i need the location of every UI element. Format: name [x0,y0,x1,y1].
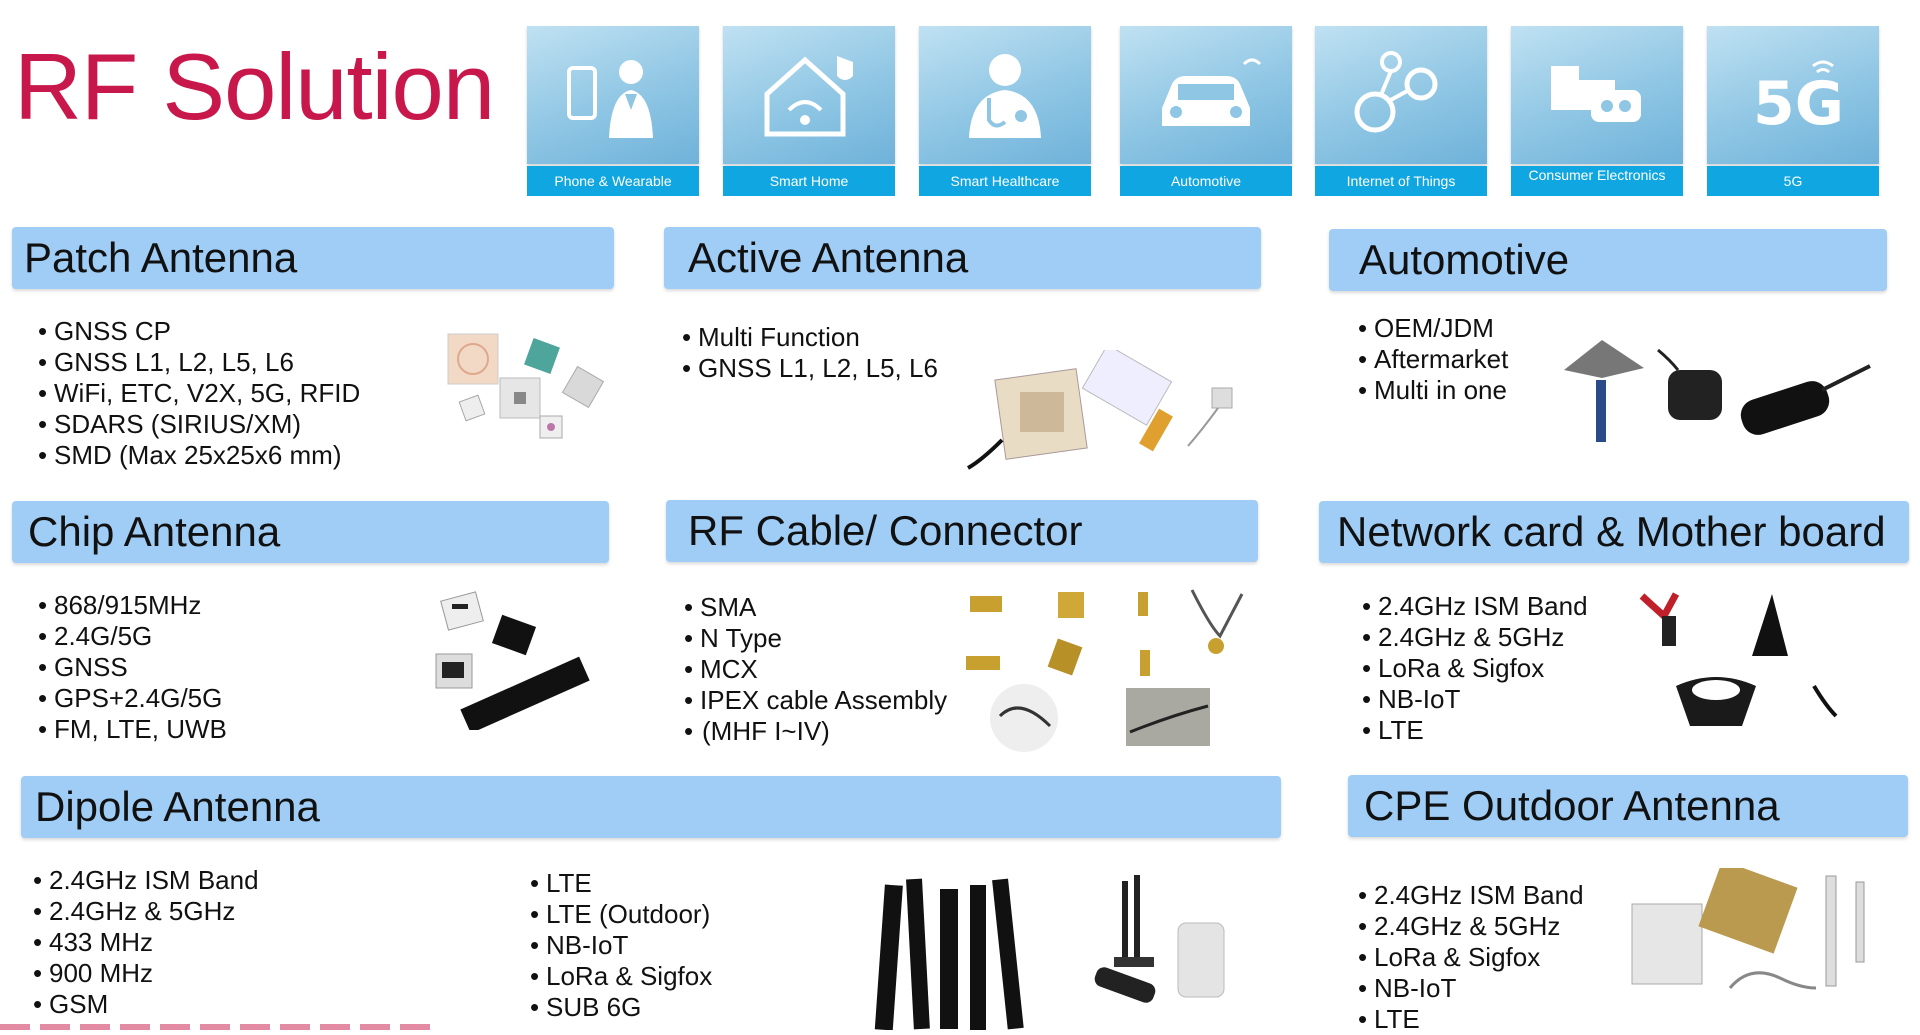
automotive-list: OEM/JDM Aftermarket Multi in one [1358,313,1508,406]
category-label: Consumer Electronics [1511,166,1683,196]
rf-connector-image [966,589,1244,752]
list-item: WiFi, ETC, V2X, 5G, RFID [38,378,360,409]
list-item: SUB 6G [530,992,712,1023]
list-item: NB-IoT [1362,684,1588,715]
consumer-electronics-icon [1551,66,1641,122]
5g-icon: 5G [1753,60,1843,139]
list-item: 2.4GHz & 5GHz [1358,911,1584,942]
network-antenna-image [1639,592,1838,726]
category-label: 5G [1707,166,1879,196]
list-item: Multi in one [1358,375,1508,406]
dipole-antenna-image [874,875,1225,1030]
list-item: IPEX cable Assembly [684,685,947,716]
list-item: N Type [684,623,947,654]
list-item: GSM [33,989,259,1020]
list-item: LoRa & Sigfox [1362,653,1588,684]
list-item: OEM/JDM [1358,313,1508,344]
list-item: (MHF I~IV) [684,716,947,747]
network-card-list: 2.4GHz ISM Band 2.4GHz & 5GHz LoRa & Sig… [1362,591,1588,746]
automotive-antenna-image [1564,340,1871,442]
category-automotive[interactable]: Automotive [1120,26,1292,196]
category-smart-home[interactable]: Smart Home [723,26,895,196]
smart-home-icon [764,56,853,137]
chip-antenna-header: Chip Antenna [12,501,609,563]
list-item: 2.4G/5G [38,621,227,652]
category-5g[interactable]: 5G 5G [1707,26,1879,196]
dipole-list-right: LTE LTE (Outdoor) NB-IoT LoRa & Sigfox S… [530,868,712,1023]
chip-antenna-list: 868/915MHz 2.4G/5G GNSS GPS+2.4G/5G FM, … [38,590,227,745]
page-title: RF Solution [14,34,495,139]
network-card-header: Network card & Mother board [1319,501,1909,563]
active-antenna-image [966,350,1233,470]
list-item: 2.4GHz ISM Band [1358,880,1584,911]
rf-cable-list: SMA N Type MCX IPEX cable Assembly (MHF … [684,592,947,747]
dipole-antenna-header: Dipole Antenna [21,776,1281,838]
list-item: 2.4GHz ISM Band [33,865,259,896]
patch-antenna-list: GNSS CP GNSS L1, L2, L5, L6 WiFi, ETC, V… [38,316,360,471]
list-item: LoRa & Sigfox [1358,942,1584,973]
list-item: 2.4GHz & 5GHz [33,896,259,927]
category-label: Internet of Things [1315,166,1487,196]
patch-antenna-header: Patch Antenna [12,227,614,289]
dipole-list-left: 2.4GHz ISM Band 2.4GHz & 5GHz 433 MHz 90… [33,865,259,1020]
cpe-outdoor-header: CPE Outdoor Antenna [1348,775,1908,837]
list-item: LTE [1362,715,1588,746]
patch-antenna-image [447,333,605,439]
list-item: 900 MHz [33,958,259,989]
list-item: SMD (Max 25x25x6 mm) [38,440,360,471]
category-label: Smart Home [723,166,895,196]
category-label: Automotive [1120,166,1292,196]
list-item: 2.4GHz ISM Band [1362,591,1588,622]
list-item: LTE [1358,1004,1584,1035]
category-label: Phone & Wearable [527,166,699,196]
list-item: GNSS L1, L2, L5, L6 [38,347,360,378]
list-item: 2.4GHz & 5GHz [1362,622,1588,653]
list-item: Aftermarket [1358,344,1508,375]
car-icon [1162,58,1262,126]
list-item: GNSS CP [38,316,360,347]
list-item: LoRa & Sigfox [530,961,712,992]
category-label: Smart Healthcare [919,166,1091,196]
list-item: NB-IoT [530,930,712,961]
phone-wearable-icon [567,60,653,138]
list-item: SDARS (SIRIUS/XM) [38,409,360,440]
list-item: LTE [530,868,712,899]
list-item: Multi Function [682,322,938,353]
list-item: FM, LTE, UWB [38,714,227,745]
cpe-antenna-image [1631,868,1865,990]
list-item: SMA [684,592,947,623]
list-item: MCX [684,654,947,685]
list-item: GPS+2.4G/5G [38,683,227,714]
list-item: 433 MHz [33,927,259,958]
category-iot[interactable]: Internet of Things [1315,26,1487,196]
healthcare-icon [969,54,1041,138]
list-item: NB-IoT [1358,973,1584,1004]
list-item: 868/915MHz [38,590,227,621]
svg-text:5G: 5G [1753,69,1843,139]
list-item: GNSS L1, L2, L5, L6 [682,353,938,384]
footer-decoration [0,1024,440,1030]
category-smart-healthcare[interactable]: Smart Healthcare [919,26,1091,196]
list-item: LTE (Outdoor) [530,899,712,930]
category-phone-wearable[interactable]: Phone & Wearable [527,26,699,196]
rf-cable-connector-header: RF Cable/ Connector [666,500,1258,562]
cpe-outdoor-list: 2.4GHz ISM Band 2.4GHz & 5GHz LoRa & Sig… [1358,880,1584,1035]
list-item: GNSS [38,652,227,683]
active-antenna-header: Active Antenna [664,227,1261,289]
category-consumer-electronics[interactable]: Consumer Electronics [1511,26,1683,196]
chip-antenna-image [435,591,590,730]
automotive-header: Automotive [1329,229,1887,291]
iot-icon [1354,51,1438,133]
active-antenna-list: Multi Function GNSS L1, L2, L5, L6 [682,322,938,384]
